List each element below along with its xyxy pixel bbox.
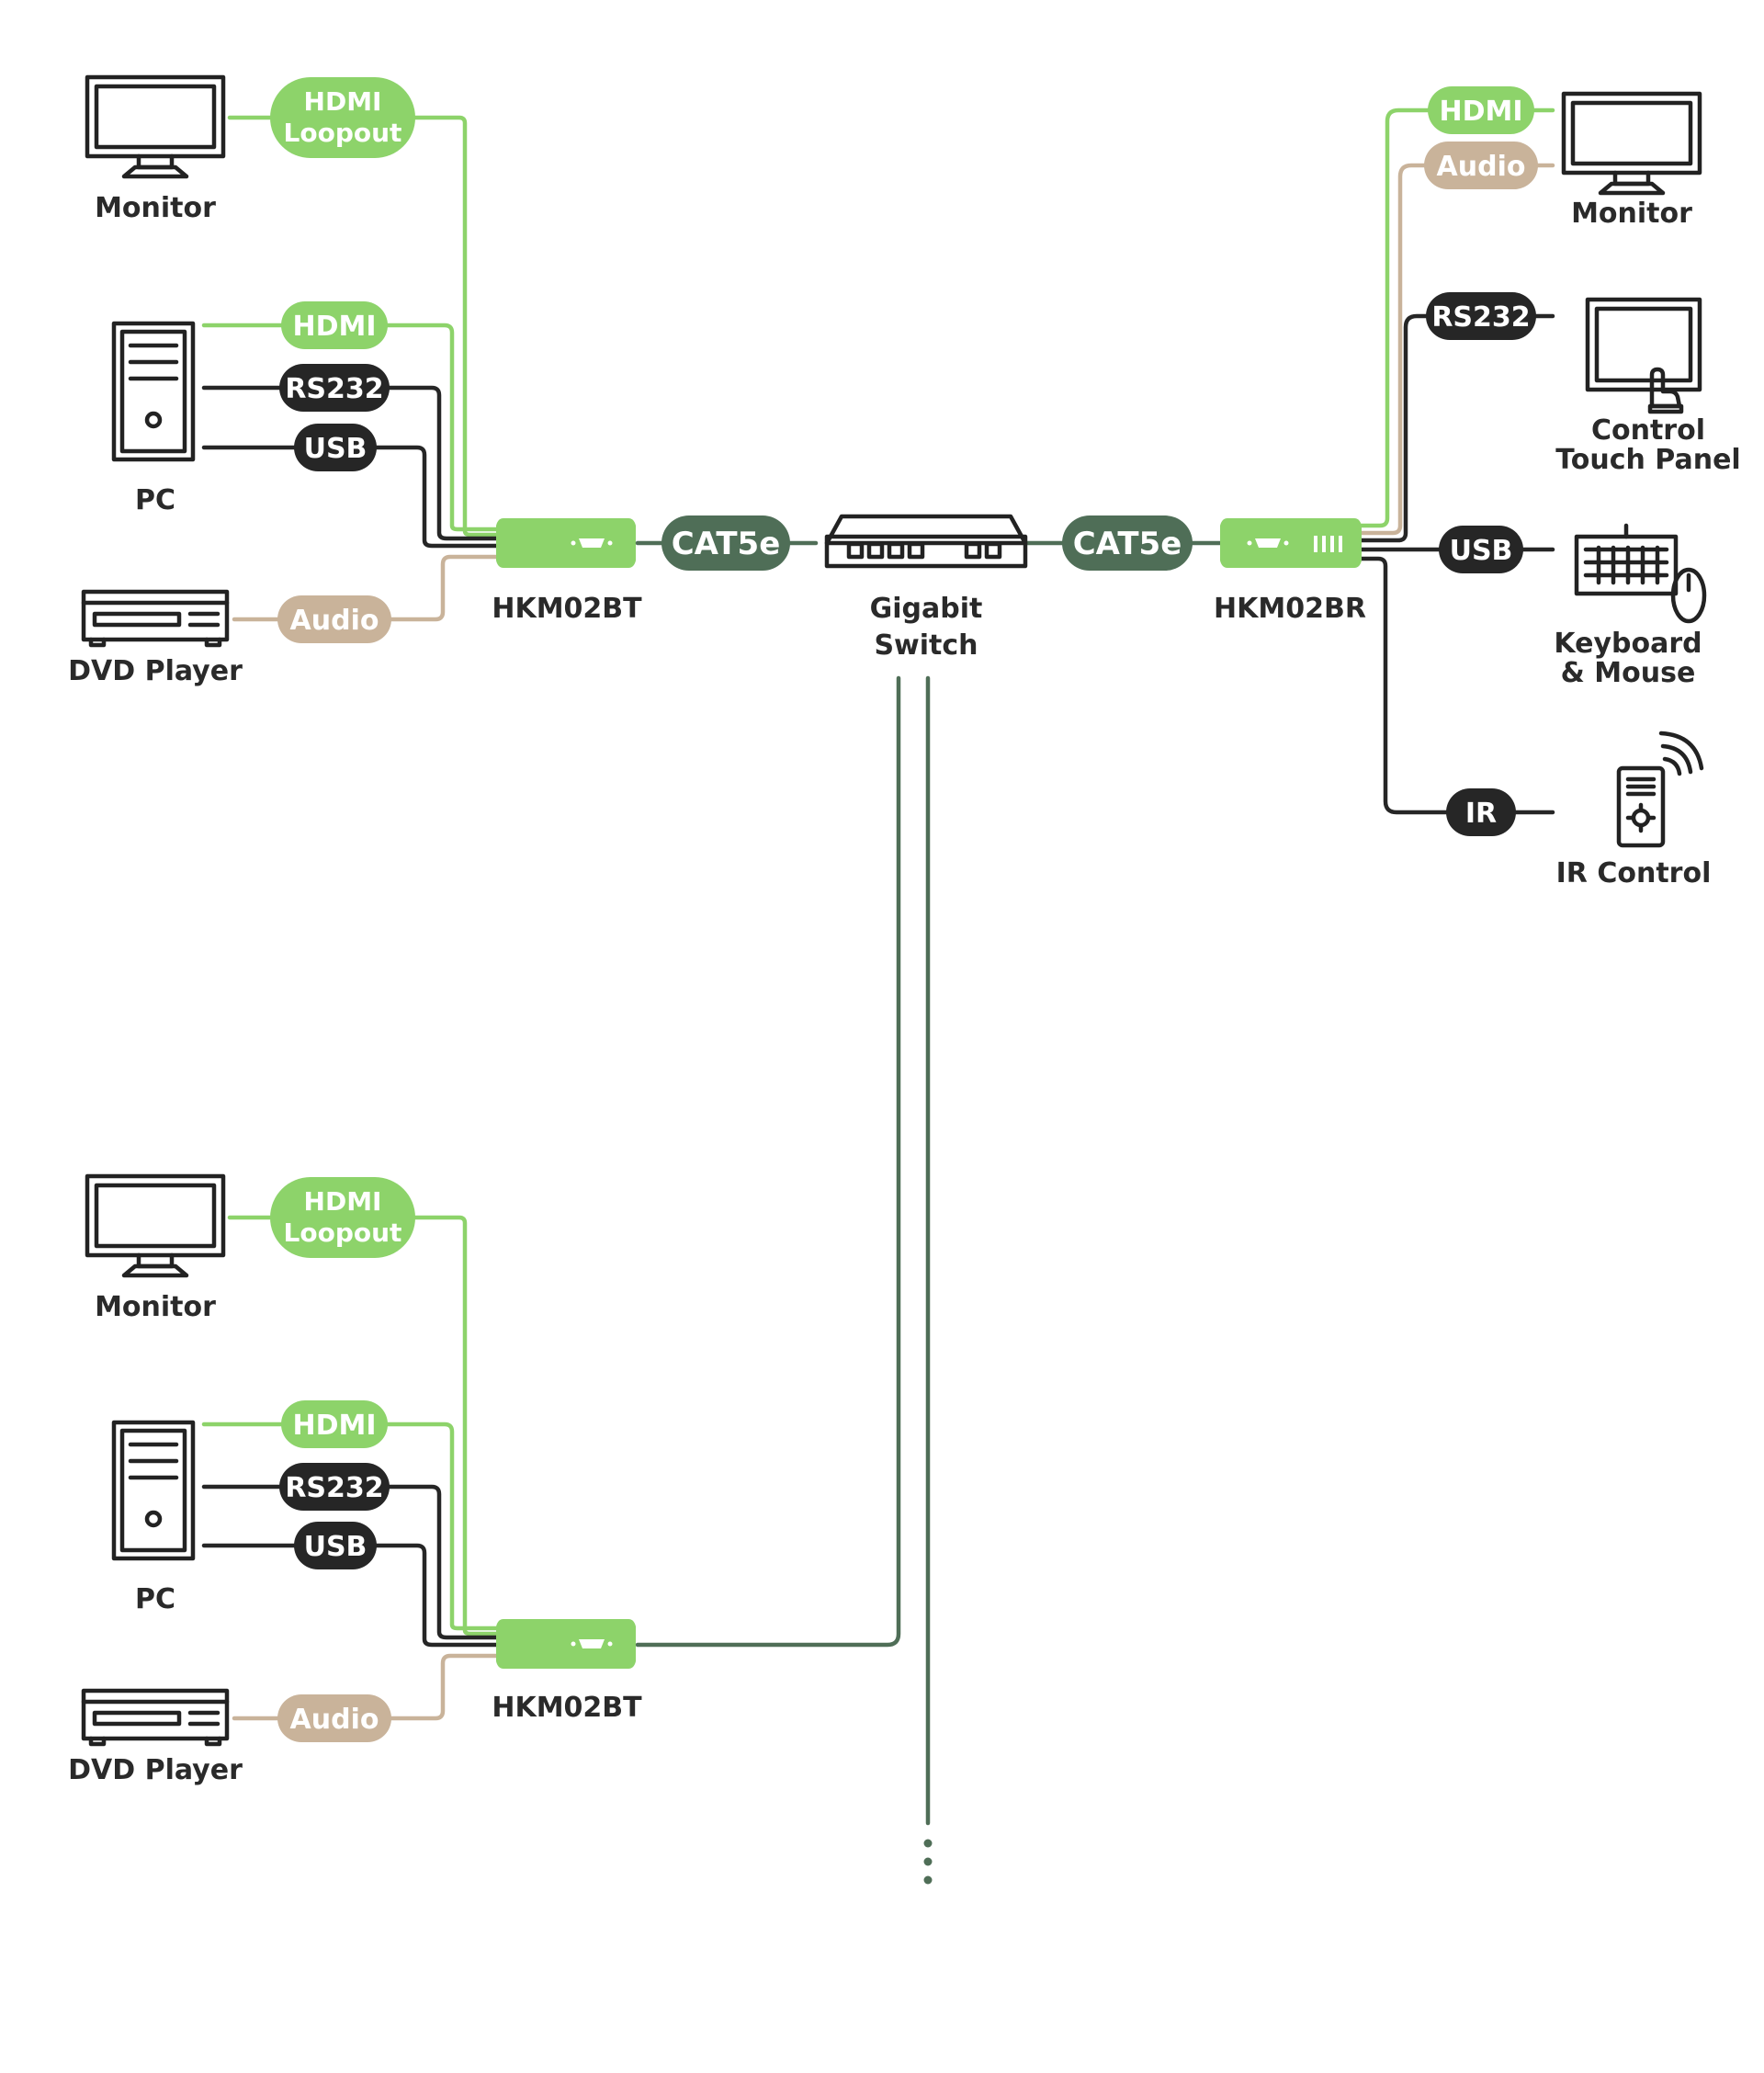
extender-tx-label: HKM02BT (492, 593, 642, 625)
rx-hdmi-badge (1428, 86, 1534, 134)
cat5e-left-badge (662, 515, 790, 571)
rs232-text: RS232 (285, 1472, 383, 1504)
audio-badge (277, 1694, 391, 1742)
tx1-group: Monitor HDMI Loopout PC HDMI RS232 USB D… (68, 77, 642, 687)
hdmi-loopout-line2: Loopout (284, 118, 402, 148)
keyboard-mouse-line2: & Mouse (1561, 657, 1696, 689)
dvd-player-icon (84, 592, 227, 645)
rx-usb-text: USB (1450, 535, 1513, 567)
rx-group: HKM02BR HDMI Audio RS232 USB IR Monitor … (1214, 86, 1741, 889)
monitor-icon (1564, 94, 1700, 193)
rx-ir-badge (1446, 788, 1516, 836)
hdmi-text: HDMI (292, 311, 376, 343)
rx-audio-badge (1424, 142, 1538, 189)
switch-label-line1: Gigabit (870, 593, 983, 625)
hdmi-loopout-line2: Loopout (284, 1218, 402, 1248)
monitor-label: Monitor (95, 192, 216, 224)
hdmi-loopout-line1: HDMI (304, 1186, 382, 1217)
keyboard-mouse-line1: Keyboard (1554, 628, 1702, 660)
pc-tower-icon (114, 323, 193, 459)
more-devices-ellipsis (923, 1839, 933, 1885)
hdmi-text: HDMI (292, 1410, 376, 1442)
cat5e-right-badge (1062, 515, 1193, 571)
tx2-group: Monitor HDMI Loopout PC HDMI RS232 USB D… (68, 1176, 642, 1786)
usb-text: USB (304, 433, 368, 465)
pc-label: PC (135, 1583, 175, 1615)
ir-control-label: IR Control (1556, 857, 1712, 889)
hdmi-badge (281, 1400, 388, 1448)
rx-ir-text: IR (1465, 798, 1497, 830)
monitor-icon (87, 1176, 223, 1275)
audio-text: Audio (290, 1704, 379, 1736)
cat5e-right-text: CAT5e (1073, 526, 1182, 562)
rx-rs232-text: RS232 (1431, 301, 1530, 334)
keyboard-mouse-icon (1574, 523, 1707, 624)
dvd-player-label: DVD Player (68, 1754, 243, 1786)
rs232-badge (279, 1463, 390, 1511)
rx-rs232-badge (1426, 292, 1536, 340)
hdmi-loopout-line1: HDMI (304, 86, 382, 117)
hdmi-badge (281, 301, 388, 349)
hdmi-loopout-badge (270, 1177, 415, 1258)
touch-panel-line2: Touch Panel (1555, 444, 1740, 476)
switch-label-line2: Switch (874, 629, 978, 662)
extender-tx-label: HKM02BT (492, 1692, 642, 1724)
audio-badge (277, 595, 391, 643)
usb-text: USB (304, 1531, 368, 1563)
rx-hdmi-text: HDMI (1439, 96, 1522, 128)
extender-rx-box (1220, 518, 1362, 568)
dvd-player-icon (84, 1691, 227, 1744)
touch-panel-line1: Control (1591, 414, 1705, 447)
rx-monitor-label: Monitor (1571, 198, 1692, 230)
remote-control-icon (1616, 731, 1704, 848)
pc-tower-icon (114, 1422, 193, 1558)
rx-usb-badge (1439, 526, 1523, 573)
monitor-label: Monitor (95, 1291, 216, 1323)
usb-badge (294, 424, 377, 471)
extender-tx-box (496, 1619, 636, 1669)
rx-audio-text: Audio (1437, 151, 1526, 183)
cat5e-left-text: CAT5e (672, 526, 781, 562)
touch-panel-icon (1585, 297, 1702, 414)
dvd-player-label: DVD Player (68, 655, 243, 687)
monitor-icon (87, 77, 223, 176)
usb-badge (294, 1522, 377, 1569)
extender-rx-label: HKM02BR (1214, 593, 1366, 625)
rs232-text: RS232 (285, 373, 383, 405)
audio-text: Audio (290, 605, 379, 637)
network-core: CAT5e CAT5e Gigabit Switch (635, 514, 1225, 1885)
hdmi-loopout-badge (270, 77, 415, 158)
extender-tx-box (496, 518, 636, 568)
pc-label: PC (135, 484, 175, 516)
rs232-badge (279, 364, 390, 412)
network-switch-icon (824, 514, 1028, 569)
